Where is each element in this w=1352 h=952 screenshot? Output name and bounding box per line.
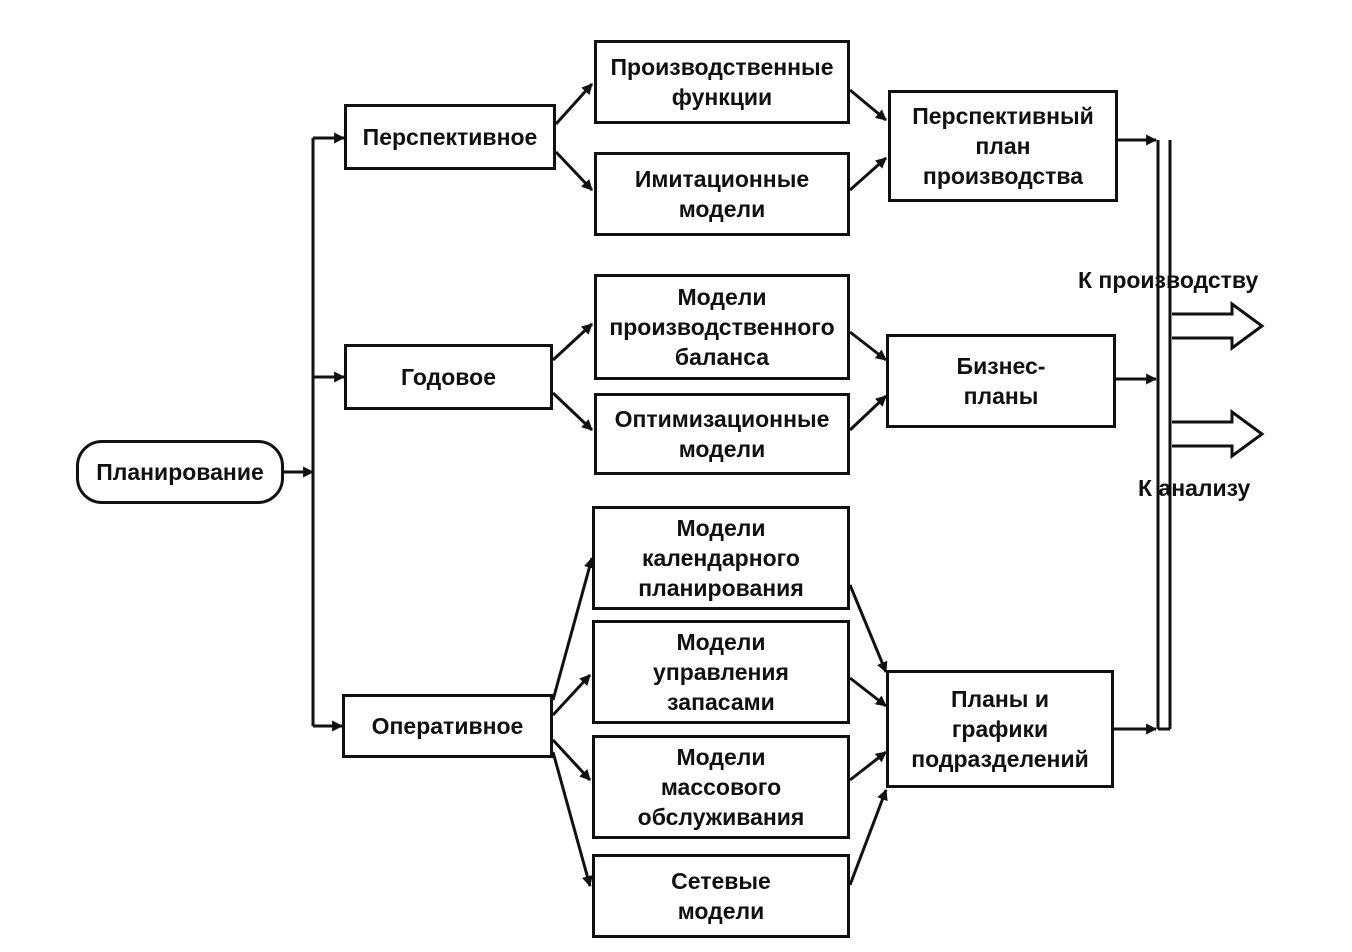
- root-node-planning: Планирование: [76, 440, 284, 504]
- arrow-to-network-models: [551, 751, 593, 888]
- arrow-to-production-balance-models: [551, 322, 594, 362]
- output-business-plans: Бизнес- планы: [886, 334, 1116, 428]
- arrow-to-simulation-models: [554, 150, 594, 192]
- arrow-network-to-unit-plans: [848, 788, 888, 886]
- arrow-to-optimization-models: [551, 391, 594, 432]
- model-queueing: Модели массового обслуживания: [592, 735, 850, 839]
- level-operational: Оперативное: [342, 694, 553, 758]
- collector-bar: [1156, 140, 1172, 729]
- arrow-balance-to-business: [849, 330, 887, 362]
- label-to-analysis: К анализу: [1138, 475, 1251, 501]
- output-long-term-plan: Перспективный план производства: [888, 90, 1118, 202]
- arrow-to-queueing-models: [551, 738, 592, 782]
- label-to-production: К производству: [1078, 267, 1259, 293]
- model-scheduling: Модели календарного планирования: [592, 506, 850, 610]
- output-unit-plans: Планы и графики подразделений: [886, 670, 1114, 788]
- arrow-to-inventory-models: [551, 673, 592, 717]
- model-production-functions: Производственные функции: [594, 40, 850, 124]
- model-inventory: Модели управления запасами: [592, 620, 850, 724]
- arrow-to-production-functions: [554, 82, 594, 126]
- model-network: Сетевые модели: [592, 854, 850, 938]
- model-optimization: Оптимизационные модели: [594, 393, 850, 475]
- arrow-scheduling-to-unit-plans: [848, 584, 888, 674]
- output-arrow-production: [1172, 301, 1265, 351]
- output-arrow-analysis: [1172, 409, 1265, 459]
- arrow-to-scheduling-models: [551, 556, 595, 701]
- arrow-optimization-to-business: [848, 394, 888, 432]
- level-annual: Годовое: [344, 344, 553, 410]
- arrow-inventory-to-unit-plans: [849, 676, 887, 708]
- arrow-queueing-to-unit-plans: [849, 750, 887, 782]
- model-simulation: Имитационные модели: [594, 152, 850, 236]
- arrow-simulation-to-plan: [849, 156, 887, 192]
- level-perspective: Перспективное: [344, 104, 556, 170]
- model-production-balance: Модели производственного баланса: [594, 274, 850, 380]
- arrow-production-functions-to-plan: [849, 88, 887, 122]
